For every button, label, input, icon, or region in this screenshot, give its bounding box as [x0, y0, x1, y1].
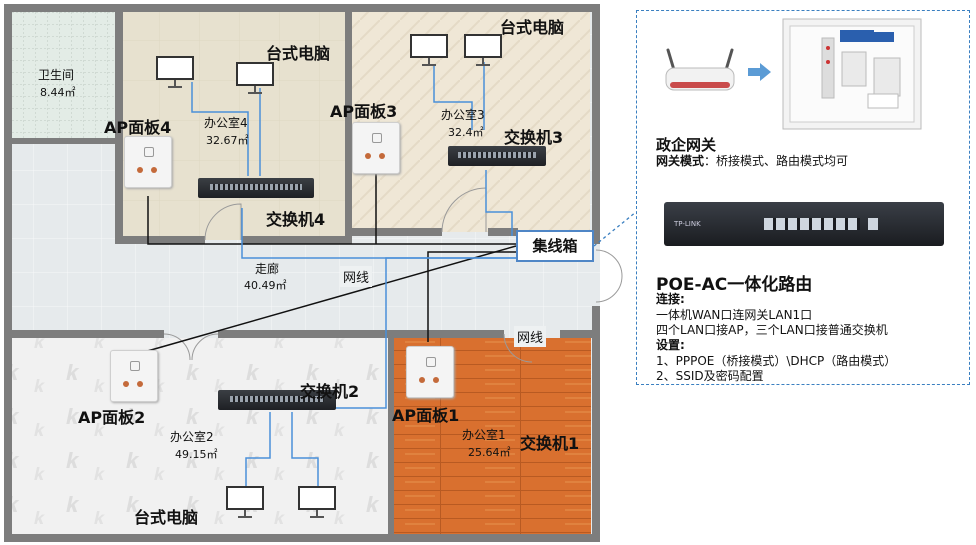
- cable-label: 网线: [514, 326, 547, 347]
- gateway-mode-text: ：桥接模式、路由模式均可: [704, 154, 849, 168]
- pc-label-office4: 台式电脑: [266, 44, 331, 63]
- office4-name: 办公室4: [204, 116, 248, 130]
- switch-icon: [198, 178, 314, 198]
- office4-area: 32.67㎡: [206, 134, 249, 147]
- settings-line-2: 2、SSID及密码配置: [656, 369, 764, 383]
- junction-box: 集线箱: [516, 230, 594, 262]
- switch1-label: 交换机1: [520, 434, 580, 453]
- pc-label-office3: 台式电脑: [500, 18, 565, 37]
- gateway-mode-label: 网关模式: [656, 154, 705, 168]
- bathroom-name: 卫生间: [38, 68, 75, 82]
- switch-icon: [448, 146, 546, 166]
- cable-label: 网线: [340, 266, 373, 287]
- connect-label: 连接:: [656, 292, 685, 306]
- info-panel: [636, 10, 970, 385]
- office1-area: 25.64㎡: [468, 446, 511, 459]
- connect-line-1: 一体机WAN口连网关LAN1口: [656, 308, 813, 322]
- pc-label-office2: 台式电脑: [134, 508, 199, 527]
- router-title: POE-AC一体化路由: [656, 275, 813, 295]
- gateway-device-icon: [665, 48, 735, 91]
- ap2-label: AP面板2: [78, 408, 146, 427]
- corridor-area: 40.49㎡: [244, 279, 287, 292]
- switch4-label: 交换机4: [266, 210, 326, 229]
- office3-area: 32.4㎡: [448, 126, 484, 139]
- ap-panel-icon: [110, 350, 158, 402]
- ap1-label: AP面板1: [392, 406, 460, 425]
- ap3-label: AP面板3: [330, 102, 398, 121]
- router-brand: TP-LINK: [674, 220, 701, 228]
- switch3-label: 交换机3: [504, 128, 564, 147]
- settings-label: 设置:: [656, 338, 685, 352]
- ap-panel-icon: [352, 122, 400, 174]
- gateway-mode: 网关模式：桥接模式、路由模式均可: [656, 154, 848, 169]
- arrow-right-icon: [748, 63, 771, 81]
- office3-name: 办公室3: [441, 108, 485, 122]
- connect-line-2: 四个LAN口接AP，三个LAN口接普通交换机: [656, 323, 888, 337]
- corridor-name: 走廊: [255, 262, 280, 276]
- ap-panel-icon: [124, 136, 172, 188]
- office2-area: 49.15㎡: [175, 448, 218, 461]
- ap4-label: AP面板4: [104, 118, 172, 137]
- switch2-label: 交换机2: [300, 382, 360, 401]
- bathroom-area: 8.44㎡: [40, 86, 76, 99]
- gateway-title: 政企网关: [656, 136, 717, 154]
- poe-router-icon: TP-LINK: [664, 202, 944, 246]
- distribution-box-icon: [782, 18, 922, 130]
- ap-panel-icon: [406, 346, 454, 398]
- settings-line-1: 1、PPPOE（桥接模式）\DHCP（路由模式）: [656, 354, 897, 368]
- switch-icon: [218, 390, 336, 410]
- office1-name: 办公室1: [462, 428, 506, 442]
- office2-name: 办公室2: [170, 430, 214, 444]
